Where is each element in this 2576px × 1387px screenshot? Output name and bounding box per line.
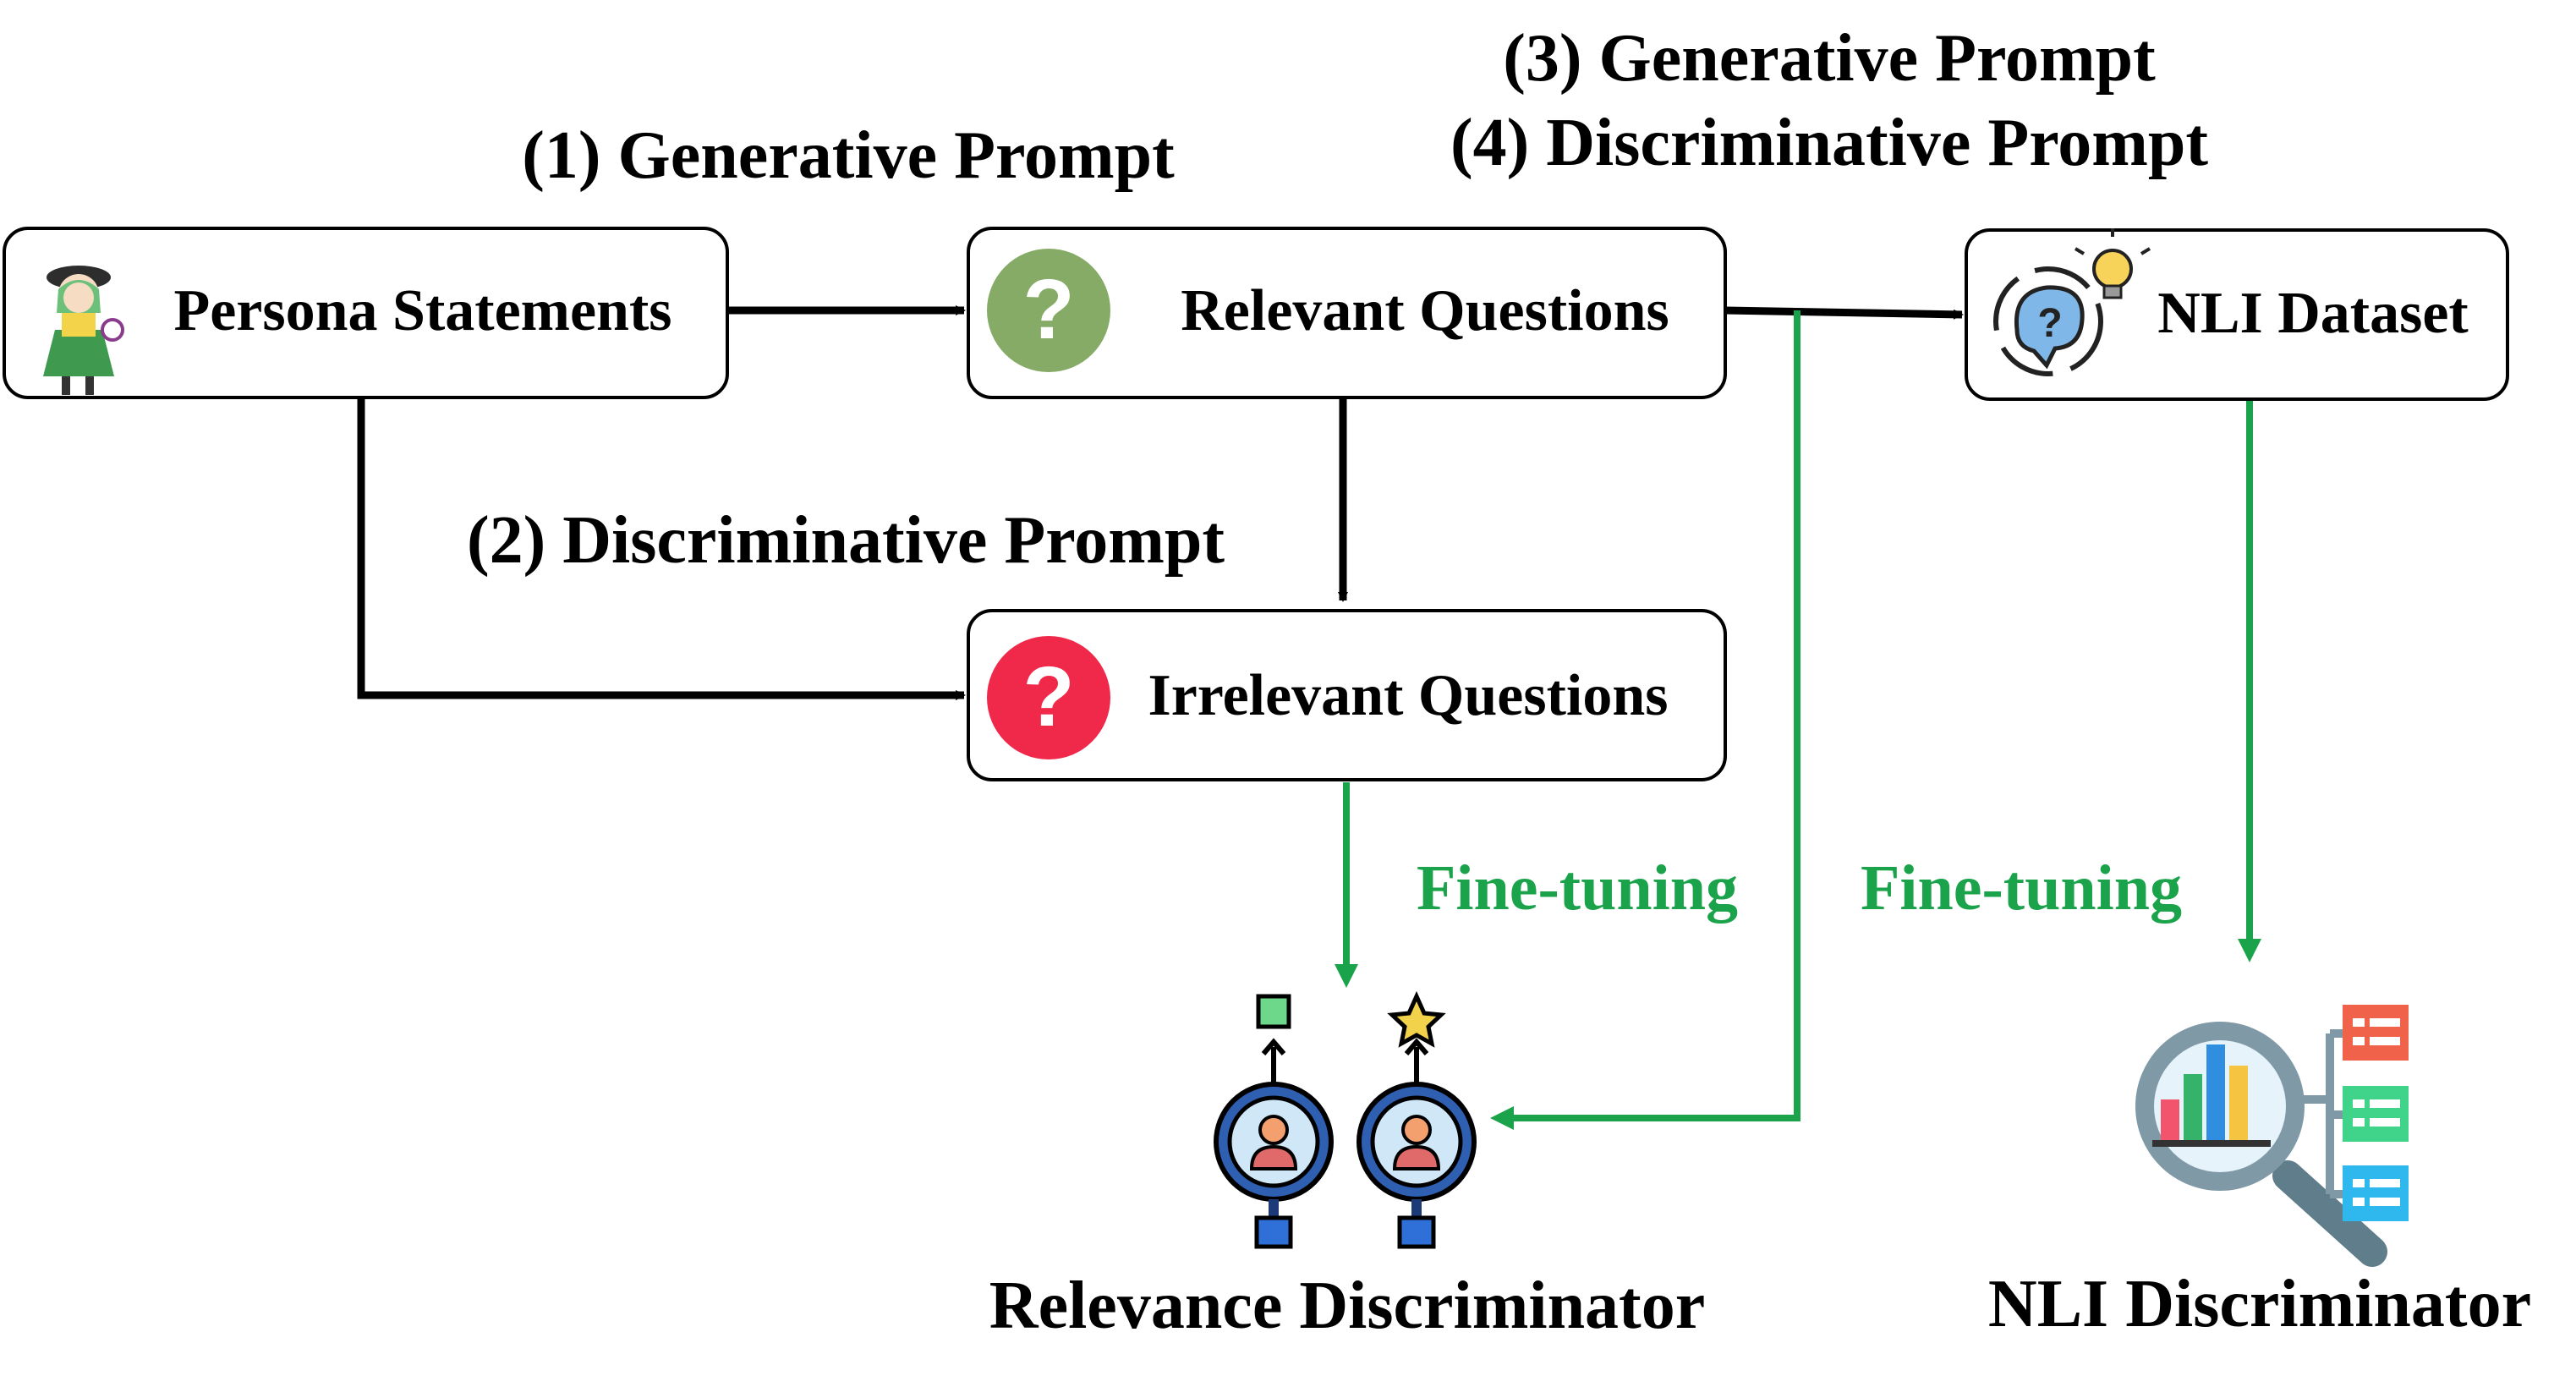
persona-node-label: Persona Statements bbox=[173, 278, 671, 343]
svg-text:?: ? bbox=[2037, 301, 2062, 346]
prompt1-label: (1) Generative Prompt bbox=[522, 118, 1175, 193]
finetune-arrowhead-nli bbox=[2238, 939, 2261, 962]
finetune-label-left: Fine-tuning bbox=[1417, 852, 1738, 924]
finetune-label-right: Fine-tuning bbox=[1861, 852, 2182, 924]
persona-node: Persona Statements bbox=[3, 227, 729, 399]
finetune-arrowhead-irrelevant bbox=[1335, 964, 1358, 988]
arrow-relevant-to-nli bbox=[1724, 306, 1964, 320]
nli-dataset-node-label: NLI Dataset bbox=[2157, 281, 2468, 346]
relevant-node: ? Relevant Questions bbox=[967, 227, 1727, 399]
brain-lightbulb-icon: ? bbox=[1993, 228, 2151, 376]
svg-text:?: ? bbox=[1022, 262, 1074, 357]
relevance-discriminator-label: Relevance Discriminator bbox=[989, 1269, 1705, 1343]
prompt3-label: (3) Generative Prompt bbox=[1503, 21, 2156, 96]
svg-text:?: ? bbox=[1022, 650, 1074, 744]
green-connectors bbox=[1335, 310, 2261, 1130]
irrelevant-node: ? Irrelevant Questions bbox=[967, 609, 1727, 781]
prompt4-label: (4) Discriminative Prompt bbox=[1450, 106, 2208, 180]
nli-discriminator-label: NLI Discriminator bbox=[1988, 1267, 2531, 1341]
nli-dataset-node: ? NLI Dataset bbox=[1965, 228, 2509, 401]
magnifier-chart-icon bbox=[2135, 1005, 2409, 1267]
question-mark-green-icon: ? bbox=[987, 249, 1110, 372]
prompt2-label: (2) Discriminative Prompt bbox=[467, 503, 1225, 578]
relevant-node-label: Relevant Questions bbox=[1181, 278, 1669, 343]
black-connectors bbox=[357, 305, 1964, 700]
person-magnifier-icon bbox=[1214, 990, 1477, 1249]
finetune-arrow-relevant bbox=[1505, 310, 1800, 1121]
finetune-arrowhead-relevant bbox=[1490, 1106, 1514, 1130]
irrelevant-node-label: Irrelevant Questions bbox=[1148, 663, 1668, 728]
arrow-persona-to-irrelevant bbox=[357, 397, 966, 700]
question-mark-red-icon: ? bbox=[987, 636, 1110, 759]
anime-character-icon bbox=[43, 266, 124, 395]
